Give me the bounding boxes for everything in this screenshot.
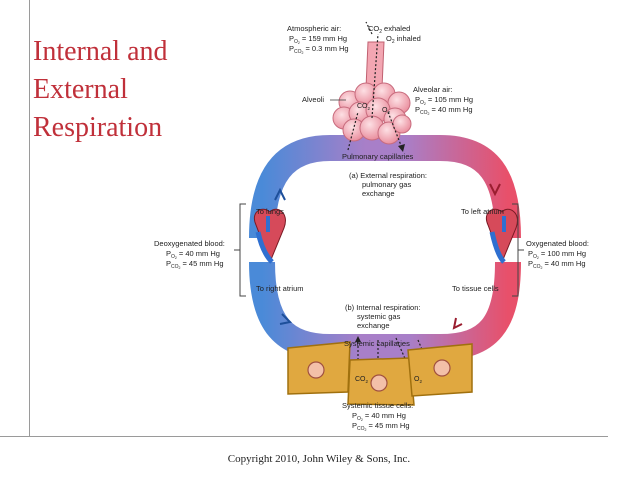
alveoli-label: Alveoli (302, 95, 324, 104)
alveolar-o2-label: O2 (382, 107, 390, 115)
heart-left (254, 208, 286, 264)
to-left-atrium-label: To left atrium (461, 207, 504, 216)
tissue-co2-label: CO2 (355, 376, 369, 384)
alveolar-pco2: PCO2= 40 mm Hg (415, 105, 473, 116)
arrowhead-lung-o2 (398, 144, 405, 152)
to-tissue-cells-label: To tissue cells (452, 284, 499, 293)
arrowhead-co2-up (355, 336, 361, 342)
oxygenated-po2: PO2= 100 mm Hg (528, 249, 586, 260)
pulmonary-capillaries-label: Pulmonary capillaries (342, 152, 414, 161)
deoxygenated-heading: Deoxygenated blood: (154, 239, 225, 248)
internal-respiration-line2: systemic gas (357, 312, 401, 321)
deoxygenated-pco2: PCO2= 45 mm Hg (166, 259, 224, 270)
flow-arrow-bottom-right (452, 317, 463, 330)
external-respiration-line3: exchange (362, 189, 395, 198)
alveoli-cluster (332, 82, 412, 145)
title-line-3: Respiration (33, 112, 163, 143)
heart-right (486, 208, 518, 264)
atmospheric-po2: PO2= 159 mm Hg (289, 34, 347, 45)
to-right-atrium-label: To right atrium (256, 284, 304, 293)
atmospheric-heading: Atmospheric air: (287, 24, 341, 33)
systemic-capillaries-label: Systemic capillaries (344, 339, 410, 348)
deoxygenated-po2: PO2= 40 mm Hg (166, 249, 220, 260)
alveolar-air-heading: Alveolar air: (413, 85, 453, 94)
tissue-cells-heading: Systemic tissue cells: (342, 401, 413, 410)
tissue-o2-label: O2 (414, 376, 422, 384)
atmospheric-pco2: PCO2= 0.3 mm Hg (289, 44, 349, 55)
pulmonary-loop (249, 135, 521, 239)
to-lungs-label: To lungs (256, 207, 284, 216)
tissue-po2: PO2= 40 mm Hg (352, 411, 406, 422)
title-line-2: External (33, 74, 128, 105)
alveolar-co2-label: CO2 (357, 103, 371, 111)
oxygenated-heading: Oxygenated blood: (526, 239, 589, 248)
slide-title: Internal and External Respiration (33, 33, 233, 147)
flow-arrow-bottom-left (279, 313, 293, 325)
flow-arrow-left-up (274, 187, 286, 201)
systemic-loop (249, 261, 521, 360)
alveolar-po2: PO2= 105 mm Hg (415, 95, 473, 106)
internal-respiration-line1: (b) Internal respiration: (345, 303, 420, 312)
bracket-left (239, 203, 246, 297)
copyright-notice: Copyright 2010, John Wiley & Sons, Inc. (227, 453, 411, 465)
slide-horizontal-rule (0, 436, 608, 437)
external-respiration-line1: (a) External respiration: (349, 171, 427, 180)
flow-arrow-right-down (489, 183, 501, 197)
slide-vertical-rule (29, 0, 30, 437)
tissue-cells (287, 341, 473, 406)
internal-respiration-line3: exchange (357, 321, 390, 330)
oxygenated-pco2: PCO2= 40 mm Hg (528, 259, 586, 270)
external-respiration-line2: pulmonary gas (362, 180, 411, 189)
tissue-pco2: PCO2= 45 mm Hg (352, 421, 410, 432)
title-line-1: Internal and (33, 36, 168, 67)
exchange-arrows-lungs (347, 21, 403, 151)
